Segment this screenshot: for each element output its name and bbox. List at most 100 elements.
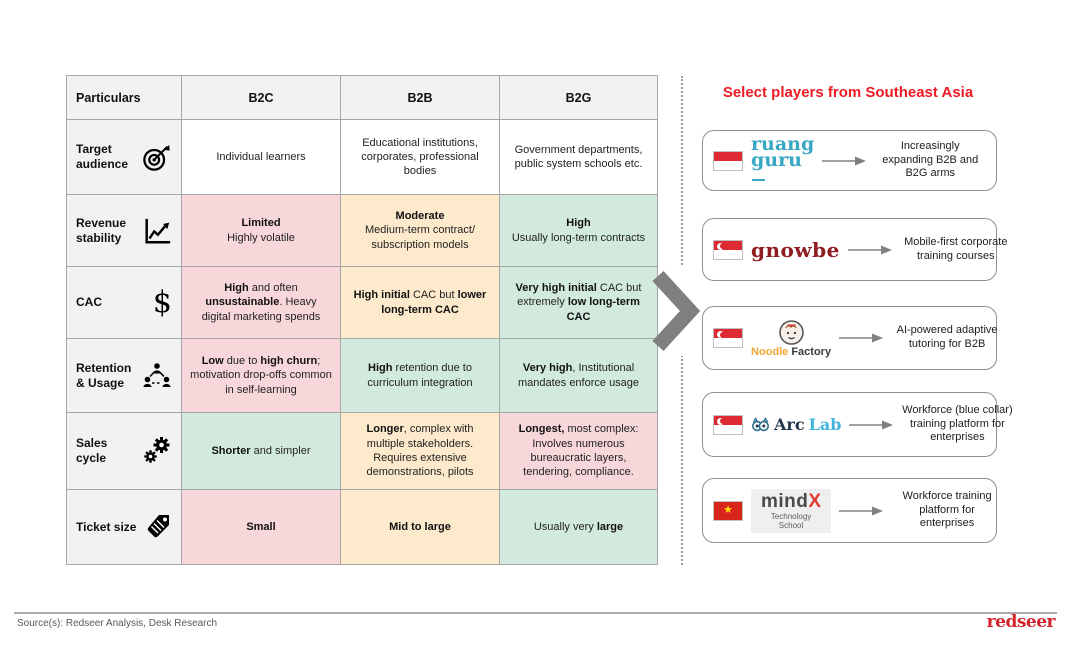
table-cell-text: High and often unsustainable. Heavy digi… [201,282,321,323]
arrow-right-icon [839,333,884,343]
table-cell-text: Educational institutions, corporates, pr… [361,136,479,178]
row-label-text: Target audience [76,142,129,171]
table-cell-text: High initial CAC but lower long-term CAC [353,289,487,316]
column-header-b2c: B2C [182,76,340,119]
table-cell: Very high, Institutional mandates enforc… [500,339,657,412]
tag-icon [147,515,169,538]
ruangguru-line2: guru [751,150,814,184]
player-card-noodle: Noodle Factory AI-powered adaptive tutor… [702,306,998,370]
flag-vietnam-icon: ★ [713,500,743,521]
row-label-text: Retention & Usage [76,360,132,390]
table-cell: High retention due to curriculum integra… [341,339,499,412]
row-label-text: Ticket size [76,519,137,534]
crescent-icon [717,417,726,425]
footer-divider [14,612,1057,614]
table-cell-text: Mid to large [389,520,451,533]
table-cell-text: Usually very large [533,520,624,533]
row-label-text: CAC [76,295,102,309]
column-header-b2g: B2G [500,76,657,119]
row-label-sales-cycle: Sales cycle [67,413,181,489]
table-cell: Small [182,490,340,564]
table-cell: High initial CAC but lower long-term CAC [341,267,499,338]
player-description: Workforce training platform for enterpri… [902,489,992,530]
target-icon [143,144,170,171]
crescent-icon [717,242,726,250]
table-cell: Educational institutions, corporates, pr… [341,120,499,194]
table-cell-text: Shorter and simpler [211,444,311,457]
table-cell: Individual learners [182,120,340,194]
underline-swoosh [752,179,765,182]
row-label-target-audience: Target audience [67,120,181,194]
player-description: Mobile-first corporate training courses [904,235,1008,262]
table-cell: Very high initial CAC but extremely low … [500,267,657,338]
star-icon: ★ [723,504,733,516]
arrow-right-icon [822,156,867,165]
chevron-right-icon [652,270,701,352]
noodle-logo: Noodle Factory [751,319,831,358]
mindx-subtitle: Technology School [770,511,812,530]
table-cell-text: Government departments, public system sc… [514,143,643,170]
table-cell: Longest, most complex: Involves numerous… [500,413,657,489]
player-card-gnowbe: gnowbe Mobile-first corporate training c… [702,218,1007,281]
player-description: Workforce (blue collar) training platfor… [902,403,1013,444]
flag-singapore-icon [713,328,743,348]
ruangguru-line1: ruang [751,133,815,156]
table-cell: Shorter and simpler [182,413,340,489]
table-cell-text: Longest, most complex: Involves numerous… [518,423,639,479]
owl-icon [751,417,769,432]
table-cell-text: Low due to high churn; motivation drop-o… [190,355,332,396]
gears-icon [144,437,170,463]
table-cell: Longer, complex with multiple stakeholde… [341,413,499,489]
redseer-logo: redseer [986,612,1056,632]
flag-singapore-icon [713,239,743,260]
table-cell: Government departments, public system sc… [500,120,657,194]
flag-singapore-icon [713,414,743,435]
row-label-text: Revenue stability [76,215,127,245]
table-cell-text: Very high, Institutional mandates enforc… [517,362,640,389]
table-cell-text: Small [246,520,276,533]
arrow-right-icon [847,245,892,254]
table-cell: High and often unsustainable. Heavy digi… [182,267,340,338]
table-cell-text: Longer, complex with multiple stakeholde… [366,423,474,479]
column-header-b2b: B2B [341,76,499,119]
table-cell-text: High retention due to curriculum integra… [367,362,473,389]
chart-icon [145,218,171,243]
noodle-factory-wordmark: Noodle Factory [751,345,832,358]
player-description: Increasingly expanding B2B and B2G arms [882,139,979,180]
crescent-icon [717,331,726,338]
arrow-right-icon [839,506,884,515]
column-header-particulars: Particulars [67,76,181,119]
player-description: AI-powered adaptive tutoring for B2B [896,324,998,350]
source-note: Source(s): Redseer Analysis, Desk Resear… [17,618,218,629]
row-label-cac: CAC $ [67,267,181,338]
dollar-icon: $ [152,284,172,320]
table-cell: Usually very large [500,490,657,564]
gnowbe-logo: gnowbe [751,237,840,262]
row-label-ticket-size: Ticket size [67,490,181,564]
people-network-icon [143,362,171,387]
arrow-right-icon [849,420,894,429]
table-cell: Low due to high churn; motivation drop-o… [182,339,340,412]
row-label-text: Sales cycle [76,436,108,465]
panel-title: Select players from Southeast Asia [722,84,974,101]
table-cell: Mid to large [341,490,499,564]
table-cell-text: Very high initial CAC but extremely low … [515,282,642,323]
noodle-mascot-icon [778,319,804,345]
table-cell-text: Individual learners [216,150,306,163]
